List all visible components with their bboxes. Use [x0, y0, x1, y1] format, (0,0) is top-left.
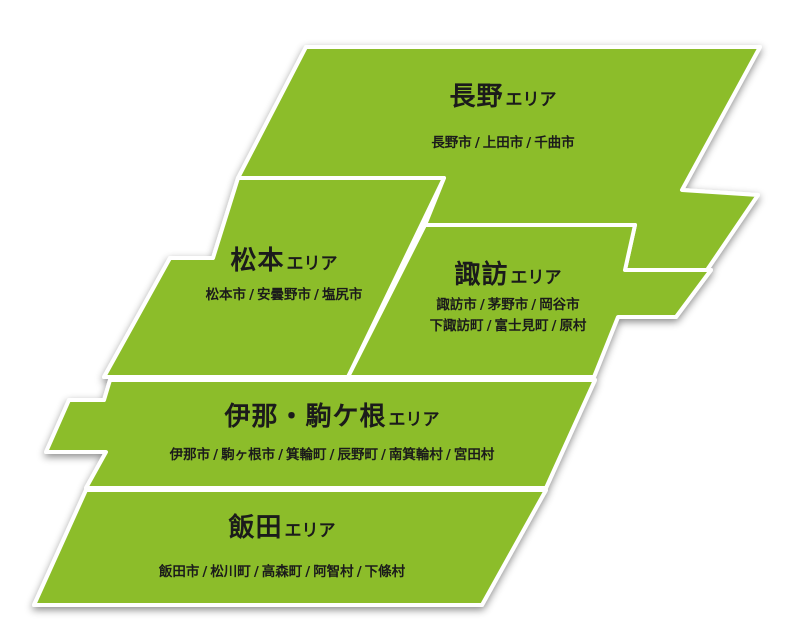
- separator: /: [380, 447, 386, 463]
- separator: /: [202, 564, 208, 580]
- city-matsukawa[interactable]: 松川町: [210, 564, 251, 580]
- region-iida-title[interactable]: 飯田エリア: [159, 507, 405, 544]
- region-nagano-label: 長野エリア 長野市/上田市/千曲市: [431, 76, 574, 154]
- area-suffix: エリア: [510, 268, 562, 288]
- city-shiojiri[interactable]: 塩尻市: [321, 287, 363, 303]
- region-matsumoto-label: 松本エリア 松本市/安曇野市/塩尻市: [206, 240, 363, 306]
- region-suwa-title[interactable]: 諏訪エリア: [430, 254, 587, 291]
- separator: /: [305, 564, 311, 580]
- city-suwa[interactable]: 諏訪市: [436, 297, 477, 313]
- region-matsumoto-title[interactable]: 松本エリア: [206, 240, 363, 277]
- city-ueda[interactable]: 上田市: [482, 135, 524, 151]
- separator: /: [249, 287, 254, 303]
- region-nagano-name: 長野: [449, 82, 504, 112]
- region-ina-title[interactable]: 伊那・駒ケ根エリア: [170, 396, 495, 433]
- separator: /: [526, 135, 532, 151]
- region-matsumoto-cities: 松本市/安曇野市/塩尻市: [206, 285, 363, 306]
- city-miyada[interactable]: 宮田村: [453, 447, 495, 463]
- city-shimosuwa[interactable]: 下諏訪町: [429, 318, 484, 334]
- city-okaya[interactable]: 岡谷市: [539, 297, 580, 313]
- region-suwa-cities-row2: 下諏訪町/富士見町/原村: [430, 316, 587, 337]
- area-suffix: エリア: [505, 90, 557, 110]
- city-chikuma[interactable]: 千曲市: [534, 135, 575, 151]
- city-azumino[interactable]: 安曇野市: [257, 287, 311, 303]
- region-nagano-cities: 長野市/上田市/千曲市: [431, 133, 574, 154]
- region-iida-name: 飯田: [228, 513, 283, 543]
- city-ina[interactable]: 伊那市: [169, 447, 211, 463]
- separator: /: [551, 318, 557, 334]
- region-suwa-shape[interactable]: [346, 223, 713, 379]
- city-matsumoto[interactable]: 松本市: [205, 287, 247, 303]
- separator: /: [356, 564, 362, 580]
- region-iida-label: 飯田エリア 飯田市/松川町/高森町/阿智村/下條村: [159, 507, 405, 583]
- city-takamori[interactable]: 高森町: [261, 564, 303, 580]
- region-ina-name: 伊那・駒ケ根: [224, 402, 387, 432]
- area-suffix: エリア: [284, 521, 336, 541]
- region-matsumoto-name: 松本: [230, 246, 285, 276]
- city-minamiminowa[interactable]: 南箕輪村: [388, 447, 443, 463]
- separator: /: [445, 447, 451, 463]
- region-ina-label: 伊那・駒ケ根エリア 伊那市/駒ヶ根市/箕輪町/辰野町/南箕輪村/宮田村: [170, 396, 495, 466]
- region-matsumoto-shape[interactable]: [102, 176, 446, 379]
- separator: /: [474, 135, 480, 151]
- region-suwa-cities-row1: 諏訪市/茅野市/岡谷市: [430, 295, 587, 316]
- separator: /: [213, 447, 219, 463]
- separator: /: [278, 447, 284, 463]
- separator: /: [531, 297, 537, 313]
- region-suwa-name: 諏訪: [454, 260, 509, 290]
- region-suwa-label: 諏訪エリア 諏訪市/茅野市/岡谷市 下諏訪町/富士見町/原村: [430, 254, 587, 337]
- region-nagano-title[interactable]: 長野エリア: [431, 76, 574, 113]
- city-chino[interactable]: 茅野市: [487, 297, 529, 313]
- area-suffix: エリア: [286, 254, 338, 274]
- city-nagano[interactable]: 長野市: [431, 135, 472, 151]
- region-iida-cities: 飯田市/松川町/高森町/阿智村/下條村: [159, 562, 405, 583]
- city-hara[interactable]: 原村: [559, 318, 587, 334]
- separator: /: [486, 318, 492, 334]
- city-shimojo[interactable]: 下條村: [364, 564, 406, 580]
- region-iida-shape[interactable]: [32, 488, 548, 607]
- separator: /: [253, 564, 259, 580]
- city-komagane[interactable]: 駒ヶ根市: [221, 447, 276, 463]
- separator: /: [314, 287, 319, 303]
- area-suffix: エリア: [388, 410, 440, 430]
- city-fujimi[interactable]: 富士見町: [494, 318, 549, 334]
- separator: /: [329, 447, 335, 463]
- city-achi[interactable]: 阿智村: [313, 564, 354, 580]
- separator: /: [479, 297, 485, 313]
- region-ina-shape[interactable]: [44, 378, 597, 490]
- city-tatsuno[interactable]: 辰野町: [337, 447, 378, 463]
- city-minowa[interactable]: 箕輪町: [286, 447, 327, 463]
- region-ina-cities: 伊那市/駒ヶ根市/箕輪町/辰野町/南箕輪村/宮田村: [170, 445, 495, 466]
- city-iida[interactable]: 飯田市: [158, 564, 200, 580]
